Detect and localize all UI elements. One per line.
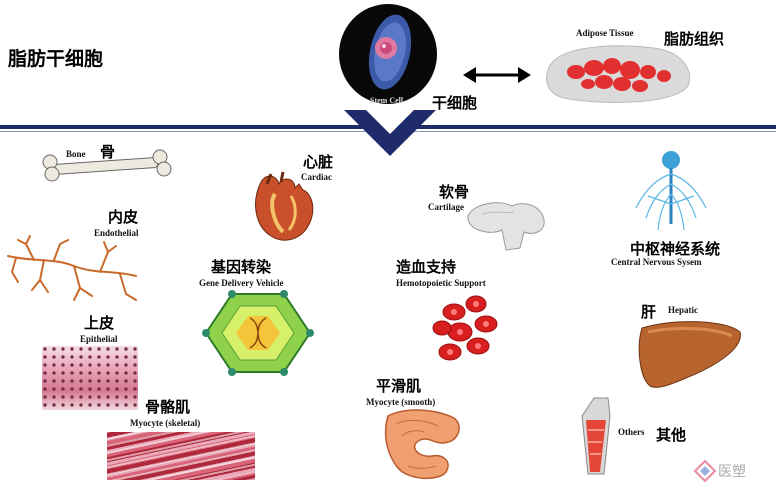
- cartilage-cn-label: 软骨: [439, 183, 470, 201]
- smooth-cn-label: 平滑肌: [376, 377, 422, 395]
- adipose-en-label: Adipose Tissue: [576, 28, 634, 38]
- watermark-logo-icon: [693, 459, 717, 483]
- gene-en-label: Gene Delivery Vehicle: [199, 278, 284, 288]
- cns-cn-label: 中枢神经系统: [630, 240, 721, 258]
- gene-vector-image: [202, 290, 314, 376]
- heart-icon: [255, 171, 314, 241]
- cartilage-en-label: Cartilage: [428, 202, 464, 212]
- cns-en-label: Central Nervous Sysem: [611, 257, 702, 267]
- skeletal-en-label: Myocyte (skeletal): [130, 418, 201, 428]
- page-title: 脂肪干细胞: [8, 48, 104, 70]
- skeletal-muscle-image: [107, 432, 255, 480]
- cardiac-cn-label: 心脏: [303, 153, 334, 171]
- endothelial-vessel-image: [7, 235, 137, 301]
- others-cn-label: 其他: [656, 426, 687, 444]
- nervous-system-image: [635, 151, 707, 231]
- bone-icon: [42, 149, 172, 182]
- liver-image: [638, 321, 741, 388]
- others-en-label: Others: [618, 427, 645, 437]
- epithelial-tissue-image: [42, 346, 138, 410]
- smooth-en-label: Myocyte (smooth): [366, 397, 436, 407]
- blood-cells-image: [432, 295, 498, 361]
- skeletal-cn-label: 骨骼肌: [145, 398, 191, 416]
- endothelial-en-label: Endothelial: [94, 228, 139, 238]
- endothelial-cn-label: 内皮: [108, 208, 139, 226]
- epithelial-cn-label: 上皮: [84, 314, 115, 332]
- chevron-down-icon: [344, 110, 436, 156]
- adipose-tissue-image: [546, 45, 691, 103]
- hepatic-en-label: Hepatic: [668, 305, 698, 315]
- gene-cn-label: 基因转染: [211, 258, 272, 276]
- adipose-cn-label: 脂肪组织: [664, 30, 725, 48]
- intestine-image: [384, 409, 460, 480]
- stem-cell-cn-label: 干细胞: [432, 94, 478, 112]
- bone-cn-label: 骨: [100, 143, 116, 161]
- hemato-cn-label: 造血支持: [396, 258, 457, 276]
- stem-cell-image: [339, 4, 437, 104]
- others-muscle-image: [581, 397, 611, 475]
- hepatic-cn-label: 肝: [641, 303, 657, 321]
- bone-en-label: Bone: [66, 149, 86, 159]
- hemato-en-label: Hemotopoietic Support: [396, 278, 486, 288]
- double-arrow-icon: [463, 67, 531, 83]
- epithelial-en-label: Epithelial: [80, 334, 118, 344]
- cartilage-image: [467, 202, 545, 251]
- watermark-text: 医塑: [718, 464, 746, 480]
- cardiac-en-label: Cardiac: [301, 172, 332, 182]
- stem-cell-en-label: Stem Cell: [370, 96, 404, 105]
